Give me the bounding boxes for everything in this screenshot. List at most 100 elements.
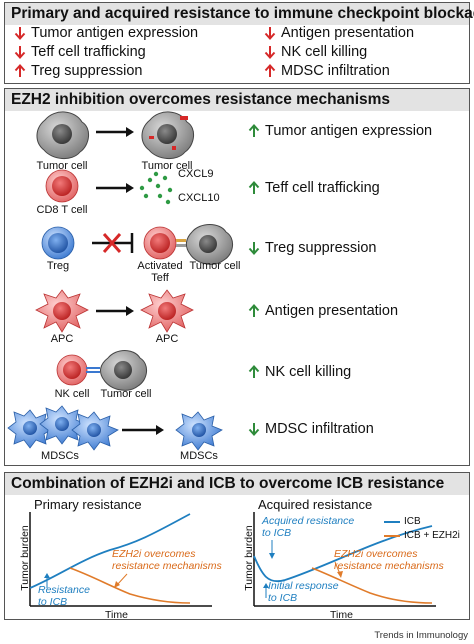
primary-annotation-resistance: Resistance to ICB: [38, 584, 90, 608]
caption-mdscs: MDSCs: [180, 450, 218, 462]
down-arrow-icon: [248, 242, 260, 255]
down-arrow-icon: [248, 423, 260, 436]
apc-cell-icon: [140, 289, 194, 333]
arrow-icon: [263, 583, 269, 598]
annotation-line: resistance mechanisms: [334, 560, 444, 572]
apc-cell-icon: [35, 289, 89, 333]
mdsc-cell-icon: [175, 411, 223, 451]
legend-label: ICB: [404, 516, 421, 527]
effect-antigen-presentation: Antigen presentation: [248, 303, 398, 319]
annotation-line: Acquired resistance: [262, 515, 355, 527]
resistance-panel-title: Primary and acquired resistance to immun…: [5, 3, 474, 25]
activated-teff-cell-icon: [143, 226, 177, 260]
tumor-cell-icon: [185, 224, 233, 265]
cross-icon: [102, 233, 122, 253]
annotation-line: to ICB: [262, 527, 292, 539]
tumor-cell-icon: [36, 111, 89, 159]
down-arrow-icon: [264, 27, 276, 40]
journal-footer: Trends in Immunology: [374, 630, 468, 641]
annotation-line: Initial response: [268, 580, 339, 592]
acquired-combo-curve: [311, 567, 433, 604]
nk-cell-icon: [56, 354, 100, 386]
up-arrow-icon: [248, 124, 260, 137]
caption-tumor-cell: Tumor cell: [141, 160, 193, 172]
resistance-item-label: MDSC infiltration: [281, 63, 390, 79]
effect-tumor-antigen: Tumor antigen expression: [248, 123, 432, 139]
primary-axes: [29, 512, 212, 607]
tumor-cell-antigen-icon: [141, 111, 194, 159]
primary-xlabel: Time: [105, 609, 128, 621]
caption-treg: Treg: [46, 260, 70, 272]
resistance-item-nk-killing: NK cell killing: [264, 44, 367, 60]
caption-tumor-cell: Tumor cell: [36, 160, 88, 172]
resistance-item-label: Tumor antigen expression: [31, 25, 199, 41]
resistance-item-antigen-presentation: Antigen presentation: [264, 25, 414, 41]
synapse-icon: [176, 239, 186, 247]
tumor-cell-icon: [100, 350, 147, 391]
chemokine-label-cxcl10: CXCL10: [178, 192, 220, 204]
resistance-panel: Primary and acquired resistance to immun…: [4, 2, 474, 84]
annotation-line: Resistance: [38, 584, 90, 596]
chemokine-dots-icon: [139, 171, 173, 205]
arrow-icon: [334, 561, 343, 578]
resistance-item-label: Teff cell trafficking: [31, 44, 146, 60]
annotation-line: to ICB: [38, 596, 68, 608]
acquired-axes: [253, 512, 436, 607]
effect-teff-trafficking: Teff cell trafficking: [248, 180, 380, 196]
effect-treg-suppression: Treg suppression: [248, 240, 377, 256]
legend-swatch: [384, 534, 400, 537]
acquired-annotation-initial: Initial response to ICB: [268, 580, 339, 604]
legend-icb: ICB: [384, 516, 421, 527]
mdsc-cluster-icon: [7, 405, 119, 451]
resistance-item-label: Treg suppression: [31, 63, 143, 79]
resistance-item-mdsc-infiltration: MDSC infiltration: [264, 63, 390, 79]
annotation-line: to ICB: [268, 592, 298, 604]
caption-mdscs: MDSCs: [41, 450, 79, 462]
up-arrow-icon: [248, 365, 260, 378]
effect-label: MDSC infiltration: [265, 421, 374, 437]
arrow-icon: [96, 306, 134, 316]
arrow-icon: [114, 573, 128, 588]
up-arrow-icon: [14, 64, 26, 77]
primary-annotation-overcome: EZH2i overcomes resistance mechanisms: [112, 548, 222, 572]
resistance-item-treg-suppression: Treg suppression: [14, 63, 143, 79]
caption-nk-cell: NK cell: [54, 388, 90, 400]
caption-activated: Activated: [137, 260, 183, 272]
combination-panel-title: Combination of EZH2i and ICB to overcome…: [5, 473, 469, 495]
caption-tumor-cell: Tumor cell: [100, 388, 152, 400]
effect-mdsc-infiltration: MDSC infiltration: [248, 421, 374, 437]
arrow-icon: [96, 183, 134, 193]
caption-apc: APC: [155, 333, 179, 345]
effect-label: Treg suppression: [265, 240, 377, 256]
arrow-icon: [44, 573, 50, 588]
primary-combo-curve: [69, 567, 191, 604]
acquired-xlabel: Time: [330, 609, 353, 621]
effect-label: Antigen presentation: [265, 303, 399, 319]
up-arrow-icon: [248, 181, 260, 194]
legend-combo: ICB + EZH2i: [384, 530, 460, 541]
up-arrow-icon: [264, 64, 276, 77]
caption-teff: Teff: [151, 272, 169, 284]
down-arrow-icon: [264, 46, 276, 59]
arrow-icon: [269, 540, 275, 559]
annotation-line: EZH2i overcomes: [112, 548, 196, 560]
resistance-item-teff-trafficking: Teff cell trafficking: [14, 44, 146, 60]
effect-nk-killing: NK cell killing: [248, 364, 351, 380]
cd8-t-cell-icon: [45, 169, 79, 203]
legend-swatch: [384, 520, 400, 523]
effect-label: Tumor antigen expression: [265, 123, 433, 139]
acquired-ylabel: Tumor burden: [243, 525, 255, 591]
annotation-line: EZH2i overcomes: [334, 548, 418, 560]
effect-label: Teff cell trafficking: [265, 180, 380, 196]
primary-resistance-title: Primary resistance: [34, 497, 142, 512]
ezh2-panel-title: EZH2 inhibition overcomes resistance mec…: [5, 89, 469, 111]
arrow-icon: [96, 127, 134, 137]
treg-cell-icon: [41, 226, 75, 260]
resistance-item-label: Antigen presentation: [281, 25, 415, 41]
down-arrow-icon: [14, 46, 26, 59]
effect-label: NK cell killing: [265, 364, 352, 380]
caption-cd8-t-cell: CD8 T cell: [36, 204, 88, 216]
arrow-icon: [122, 425, 164, 435]
